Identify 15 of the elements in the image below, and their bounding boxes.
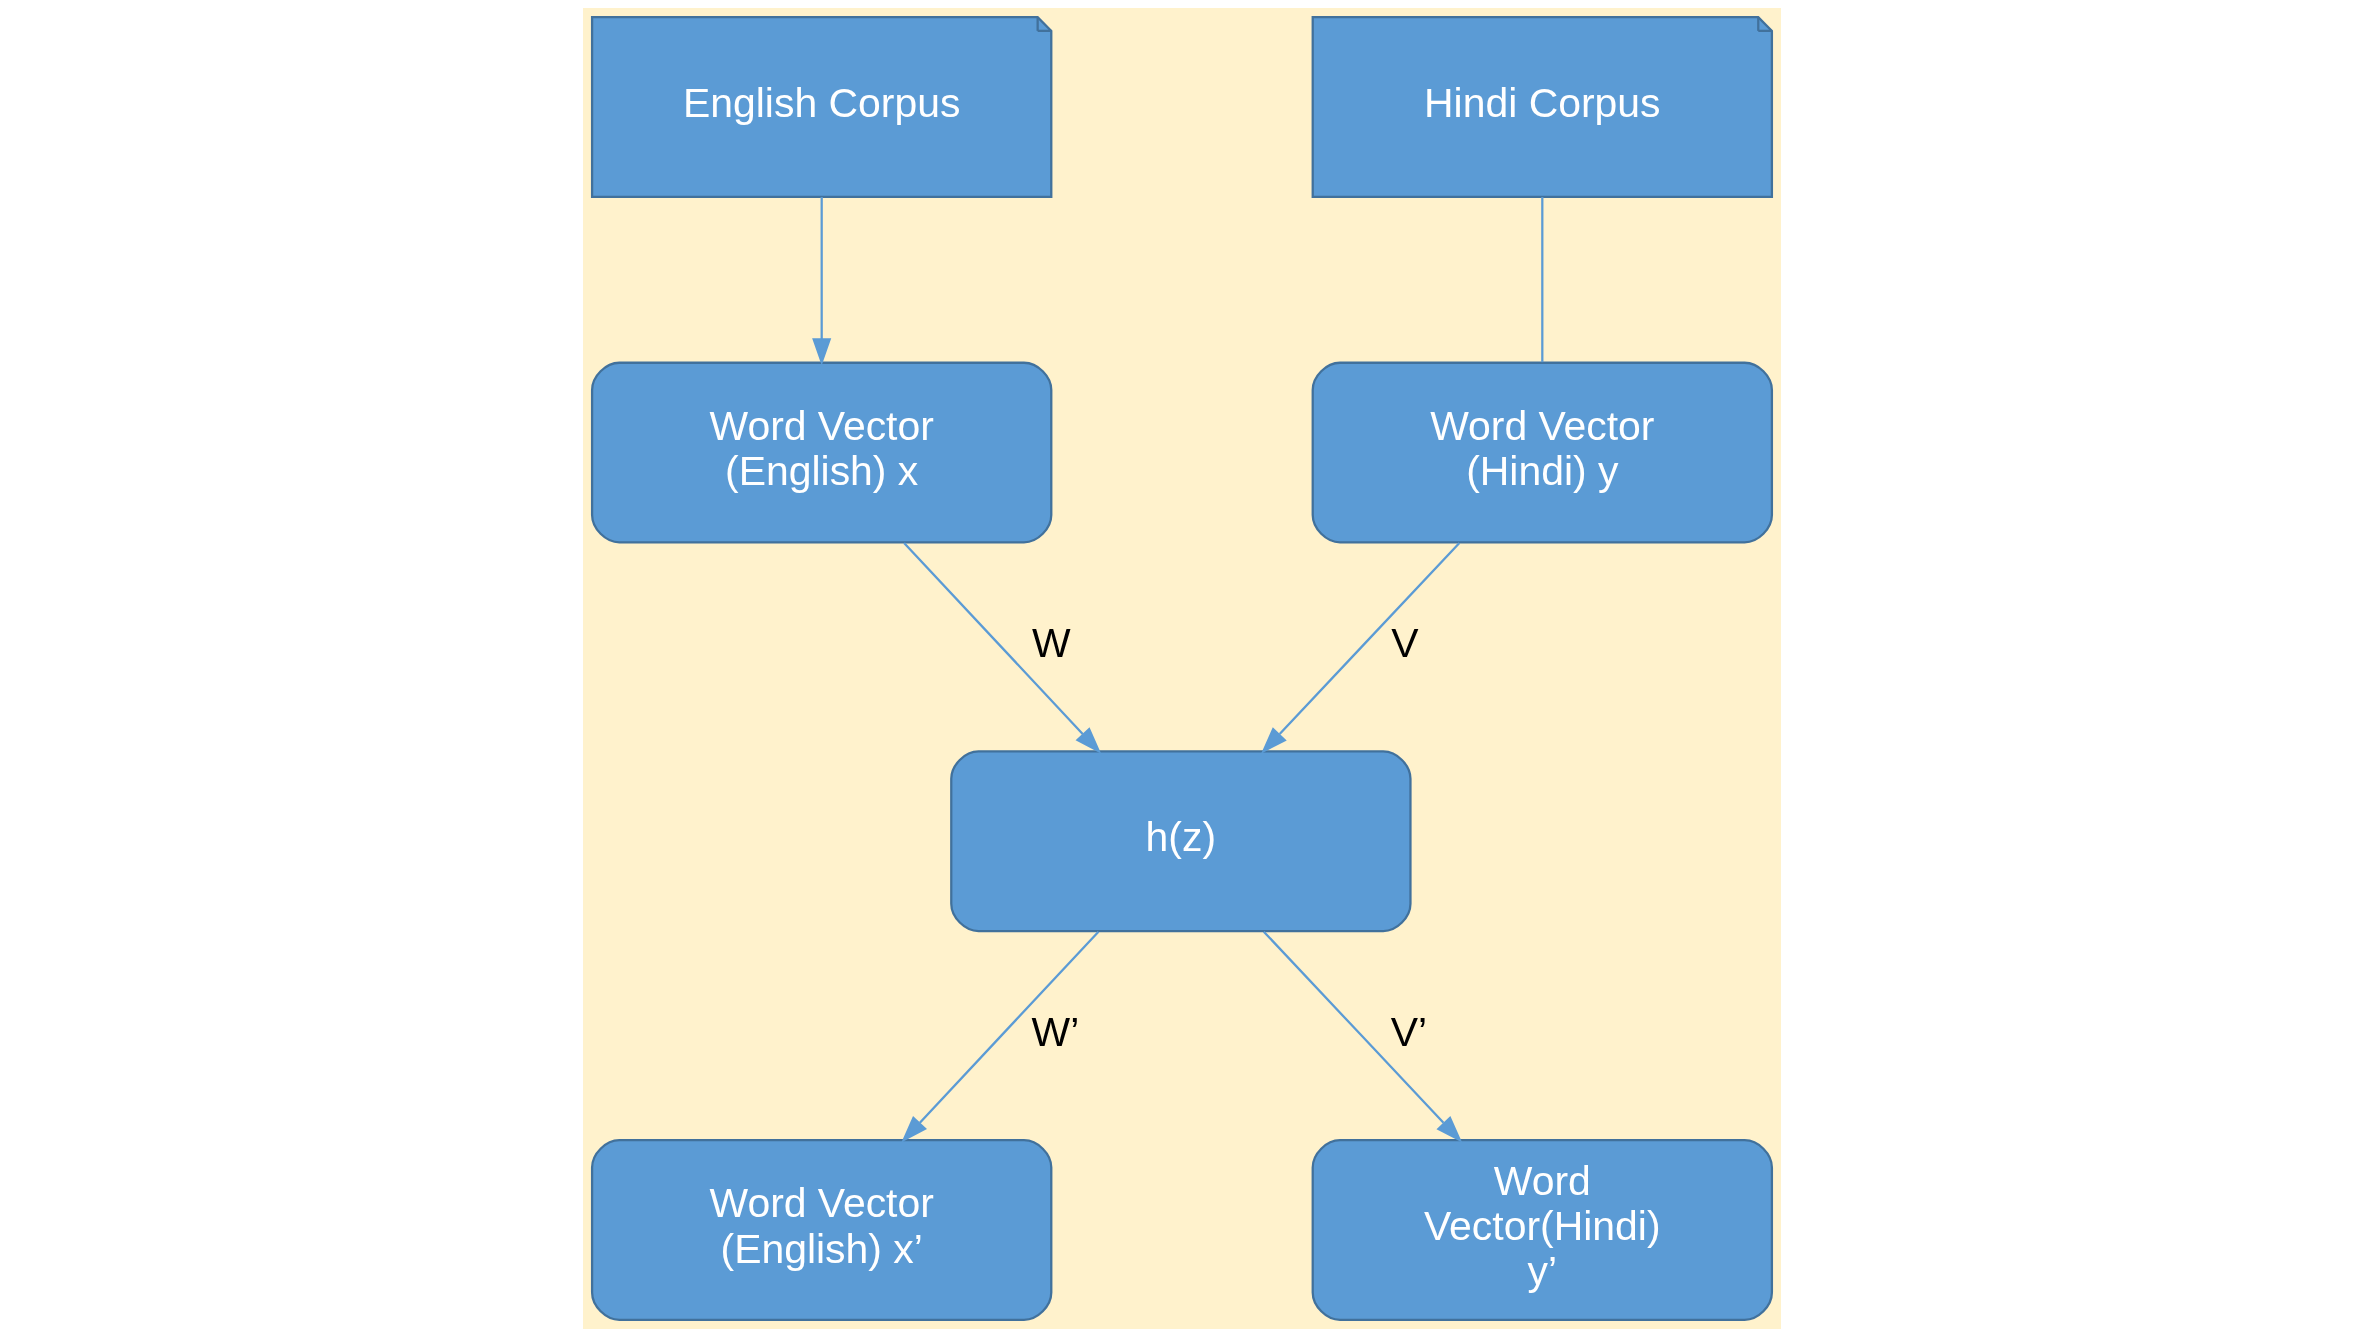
node-box: Word Vector(Hindi) y’ xyxy=(1311,1139,1773,1321)
node-box: Word Vector (English) x xyxy=(590,361,1052,544)
edge-label: W xyxy=(1031,619,1071,666)
node-box: Word Vector (English) x’ xyxy=(590,1139,1052,1321)
edge-label: V xyxy=(1390,619,1418,666)
connector xyxy=(1540,197,1543,363)
arrow xyxy=(1260,542,1460,754)
arrow xyxy=(811,197,831,366)
node-box: h(z) xyxy=(949,750,1412,933)
edge-label: W’ xyxy=(1031,1008,1078,1055)
arrow xyxy=(1262,930,1462,1143)
arrow xyxy=(900,930,1099,1143)
node-box: Word Vector (Hindi) y xyxy=(1311,361,1773,544)
edge-label: V’ xyxy=(1390,1008,1426,1055)
arrow xyxy=(902,542,1101,754)
